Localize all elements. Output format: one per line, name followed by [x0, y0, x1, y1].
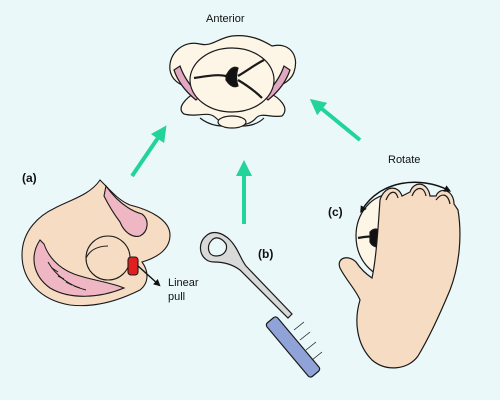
- label-pull: pull: [168, 291, 185, 303]
- hand-illustration: [338, 181, 461, 369]
- sagittal-illustration: [21, 179, 171, 307]
- green-arrows: [130, 98, 362, 224]
- label-b: (b): [258, 247, 273, 261]
- label-anterior: Anterior: [206, 13, 245, 25]
- pelvis-illustration: [169, 35, 297, 129]
- forceps-illustration: [199, 231, 323, 378]
- arrow-c: [309, 98, 362, 142]
- label-linear: Linear: [168, 277, 199, 289]
- label-c: (c): [328, 205, 343, 219]
- label-rotate: Rotate: [388, 154, 420, 166]
- label-a: (a): [22, 171, 37, 185]
- arrow-a: [130, 125, 167, 178]
